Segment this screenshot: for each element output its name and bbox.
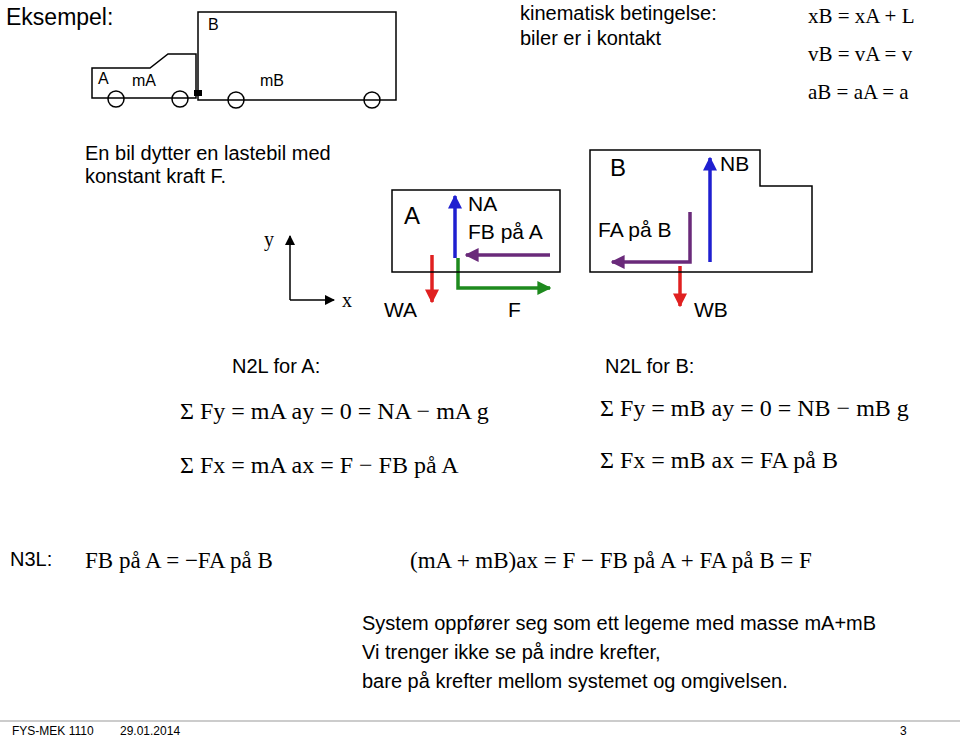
weight-arrow — [430, 255, 434, 302]
push-force-arrow — [458, 258, 550, 288]
slide-title: Eksempel: — [6, 4, 113, 30]
normal-force-arrow — [708, 158, 712, 262]
footer-rule — [0, 721, 960, 722]
force-label: FA på B — [598, 218, 672, 242]
note-text: System oppfører seg som ett legeme med m… — [362, 612, 876, 635]
normal-force-arrow — [453, 196, 457, 258]
axis-label: x — [342, 289, 352, 312]
condition-text: biler er i kontakt — [520, 27, 661, 50]
kinematic-equation: xB = xA + L — [808, 4, 915, 28]
axis-label: y — [264, 228, 274, 251]
equation: FB på A = −FA på B — [85, 548, 273, 574]
x-axis — [290, 299, 334, 301]
equation: Σ Fy = mB ay = 0 = NB − mB g — [600, 395, 909, 423]
node-text: A — [404, 202, 420, 230]
force-label: WA — [384, 298, 417, 322]
equation: Σ Fy = mA ay = 0 = NA − mA g — [180, 398, 489, 426]
kinematic-equation: vB = vA = v — [808, 42, 912, 66]
free-body-box: B — [590, 150, 812, 272]
outline-path — [392, 190, 560, 272]
truck-body: BmB — [198, 12, 396, 100]
node-text: mB — [260, 72, 284, 90]
force-label: NB — [720, 152, 749, 176]
equation: Σ Fx = mA ax = F − FB på A — [180, 452, 459, 480]
outline-path — [198, 12, 396, 100]
note-text: bare på krefter mellom systemet og omgiv… — [362, 670, 788, 693]
outline-path — [92, 54, 196, 98]
condition-text: kinematisk betingelse: — [520, 2, 717, 25]
problem-text: En bil dytter en lastebil med konstant k… — [85, 142, 335, 188]
node-text: A — [98, 70, 109, 88]
section-heading: N2L for A: — [232, 355, 320, 378]
force-label: F — [508, 298, 521, 322]
outline-path — [590, 150, 812, 272]
footer-text: 29.01.2014 — [120, 725, 180, 739]
force-label: WB — [694, 298, 728, 322]
force-label: NA — [468, 192, 497, 216]
kinematic-equation: aB = aA = a — [808, 80, 909, 104]
node-text: B — [610, 154, 626, 182]
footer-text: 3 — [900, 725, 907, 739]
section-heading: N2L for B: — [605, 355, 694, 378]
equation: (mA + mB)ax = F − FB på A + FA på B = F — [410, 548, 812, 574]
force-label: FB på A — [468, 220, 543, 244]
note-text: Vi trenger ikke se på indre krefter, — [362, 641, 661, 664]
node-text: mA — [132, 72, 156, 90]
node-text: B — [208, 16, 219, 34]
footer-text: FYS-MEK 1110 — [12, 725, 94, 739]
y-axis — [289, 236, 291, 300]
contact-force-arrow — [466, 253, 550, 257]
equation: Σ Fx = mB ax = FA på B — [600, 447, 838, 475]
section-heading: N3L: — [10, 548, 52, 571]
car-body: AmA — [92, 54, 196, 98]
outline — [198, 12, 396, 100]
